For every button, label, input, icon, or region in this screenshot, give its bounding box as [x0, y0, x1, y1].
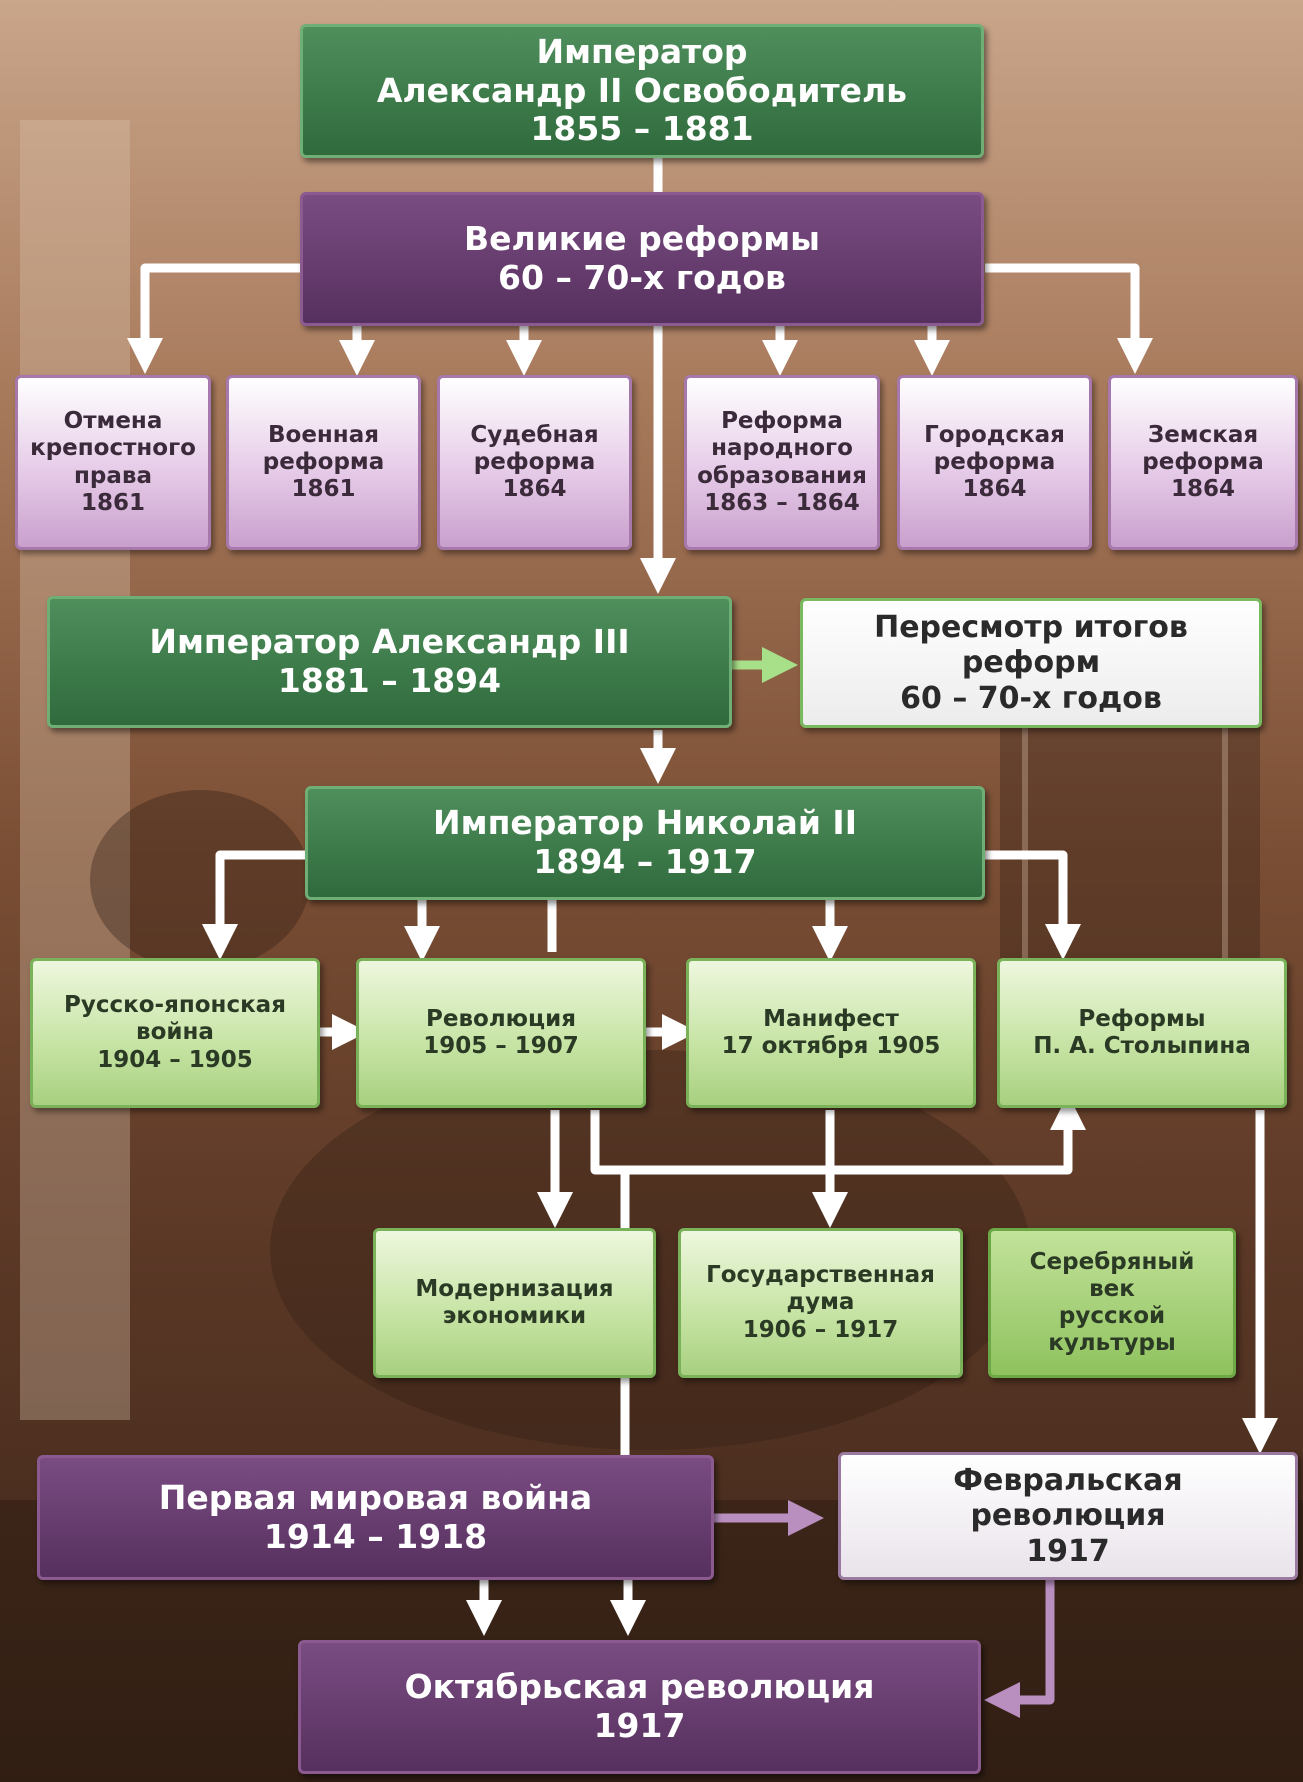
node-revision: Пересмотр итогов реформ 60 – 70-х годов [800, 598, 1262, 728]
node-serfdom-line4: 1861 [80, 489, 145, 516]
node-zemstvo-line1: Земская [1147, 421, 1259, 448]
node-manifesto-line1: Манифест [763, 1005, 899, 1032]
node-duma-line3: 1906 – 1917 [742, 1316, 899, 1343]
node-modernization-line2: экономики [442, 1303, 587, 1329]
node-revision-line1: Пересмотр итогов [874, 609, 1188, 645]
node-city-line1: Городская [924, 421, 1065, 448]
node-february-line1: Февральская [953, 1462, 1183, 1498]
node-revolution-1905-line1: Революция [426, 1005, 576, 1032]
node-alexander2-line1: Император [536, 31, 748, 71]
node-russo-japanese: Русско-японская война 1904 – 1905 [30, 958, 320, 1108]
node-great-reforms-line2: 60 – 70-х годов [498, 258, 786, 297]
node-duma-line2: дума [786, 1289, 855, 1316]
node-education-line2: народного [711, 435, 853, 462]
node-alexander3-line2: 1881 – 1894 [277, 661, 502, 700]
node-revolution-1905-line2: 1905 – 1907 [423, 1033, 579, 1059]
node-manifesto: Манифест 17 октября 1905 [686, 958, 976, 1108]
node-great-reforms-line1: Великие реформы [463, 219, 821, 259]
node-october-line1: Октябрьская революция [404, 1667, 875, 1707]
arrow-reforms-to-zemstvo [985, 263, 1153, 374]
node-great-reforms: Великие реформы 60 – 70-х годов [300, 192, 984, 326]
node-stolypin-line2: П. А. Столыпина [1033, 1033, 1251, 1059]
node-duma: Государственная дума 1906 – 1917 [678, 1228, 963, 1378]
arrow-reforms-to-serfdom [127, 263, 300, 374]
arrow-nicholas2-to-stolypin [985, 850, 1081, 960]
node-ww1-line2: 1914 – 1918 [263, 1516, 488, 1556]
node-revision-line2: реформ [961, 645, 1101, 681]
node-october: Октябрьская революция 1917 [298, 1640, 981, 1774]
node-alexander2: Император Александр II Освободитель 1855… [300, 24, 984, 158]
node-zemstvo-line2: реформа [1142, 448, 1264, 475]
node-city-line3: 1864 [962, 476, 1027, 503]
node-judicial-line1: Судебная [470, 421, 599, 448]
node-judicial-line3: 1864 [502, 476, 567, 503]
node-alexander2-line3: 1855 – 1881 [530, 109, 754, 149]
arrow-february-to-october [984, 1580, 1055, 1718]
node-serfdom-line1: Отмена [63, 408, 163, 435]
node-education-line3: образования [697, 462, 867, 489]
node-education-line4: 1863 – 1864 [704, 489, 860, 516]
node-modernization-line1: Модернизация [415, 1275, 614, 1302]
node-silver-age-line3: русской [1058, 1303, 1166, 1329]
node-education-line1: Реформа [721, 408, 843, 435]
node-silver-age-line4: культуры [1048, 1330, 1176, 1357]
node-military-line3: 1861 [291, 476, 356, 503]
node-alexander2-line2: Александр II Освободитель [376, 70, 908, 110]
node-serfdom-line2: крепостного [30, 435, 196, 462]
node-judicial: Судебная реформа 1864 [437, 375, 632, 550]
node-manifesto-line2: 17 октября 1905 [721, 1033, 941, 1059]
node-zemstvo: Земская реформа 1864 [1108, 375, 1298, 550]
node-ww1: Первая мировая война 1914 – 1918 [37, 1455, 714, 1580]
node-nicholas2-line1: Император Николай II [433, 803, 857, 843]
node-education: Реформа народного образования 1863 – 186… [684, 375, 880, 550]
node-russo-japanese-line2: война [136, 1019, 214, 1046]
node-russo-japanese-line3: 1904 – 1905 [97, 1046, 253, 1073]
node-silver-age-line1: Серебряный [1029, 1248, 1195, 1275]
node-alexander3-line1: Император Александр III [149, 622, 630, 662]
node-stolypin-line1: Реформы [1078, 1005, 1206, 1032]
node-military-line1: Военная [267, 421, 379, 448]
node-military: Военная реформа 1861 [226, 375, 421, 550]
node-silver-age-line2: век [1089, 1275, 1135, 1302]
node-city: Городская реформа 1864 [897, 375, 1092, 550]
node-october-line2: 1917 [593, 1706, 686, 1745]
node-stolypin: Реформы П. А. Столыпина [997, 958, 1287, 1108]
node-russo-japanese-line1: Русско-японская [64, 992, 286, 1019]
node-alexander3: Император Александр III 1881 – 1894 [47, 596, 732, 728]
node-serfdom-line3: права [74, 462, 152, 489]
node-zemstvo-line3: 1864 [1170, 476, 1235, 503]
node-duma-line1: Государственная [706, 1262, 935, 1289]
node-city-line2: реформа [933, 448, 1056, 475]
node-modernization: Модернизация экономики [373, 1228, 656, 1378]
node-serfdom: Отмена крепостного права 1861 [15, 375, 211, 550]
node-february-line2: революция [970, 1498, 1166, 1534]
node-nicholas2-line2: 1894 – 1917 [533, 842, 757, 881]
node-revolution-1905: Революция 1905 – 1907 [356, 958, 646, 1108]
arrow-nicholas2-to-russojapanese [202, 850, 305, 960]
node-nicholas2: Император Николай II 1894 – 1917 [305, 786, 985, 900]
node-silver-age: Серебряный век русской культуры [988, 1228, 1236, 1378]
node-military-line2: реформа [262, 448, 385, 475]
node-ww1-line1: Первая мировая война [158, 1477, 593, 1517]
node-february: Февральская революция 1917 [838, 1452, 1298, 1580]
node-february-line3: 1917 [1026, 1533, 1110, 1569]
node-judicial-line2: реформа [473, 448, 596, 475]
node-revision-line3: 60 – 70-х годов [900, 680, 1162, 716]
